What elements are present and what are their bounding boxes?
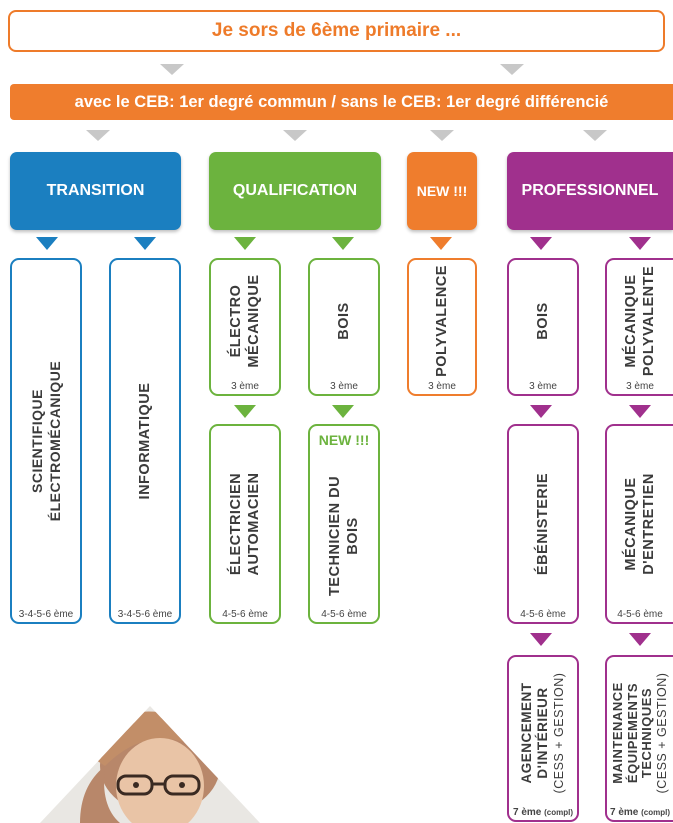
student-photo bbox=[10, 706, 270, 823]
arrow-down-icon bbox=[234, 405, 256, 418]
option-bois-qualification: BOIS 3 ème bbox=[308, 258, 380, 396]
years-label: 3 ème bbox=[428, 381, 456, 392]
option-label: POLYVALENTE bbox=[641, 265, 657, 377]
option-sublabel: (CESS + GESTION) bbox=[654, 672, 669, 793]
option-label: TECHNICIEN DU bbox=[327, 475, 343, 597]
arrow-down-icon bbox=[134, 237, 156, 250]
option-label: SCIENTIFIQUE bbox=[29, 388, 45, 494]
arrow-down-icon bbox=[332, 405, 354, 418]
years-label: 3 ème bbox=[529, 381, 557, 392]
arrow-down-icon bbox=[160, 64, 184, 75]
category-qualification: QUALIFICATION bbox=[209, 152, 381, 230]
option-label: BOIS bbox=[345, 517, 361, 555]
years-label: 4-5-6 ème bbox=[321, 609, 367, 620]
option-agencement-interieur: AGENCEMENT D'INTÉRIEUR (CESS + GESTION) … bbox=[507, 655, 579, 822]
years-label: 3-4-5-6 ème bbox=[117, 609, 173, 620]
arrow-down-icon bbox=[629, 237, 651, 250]
arrow-down-icon bbox=[430, 237, 452, 250]
option-label: ÉBÉNISTERIE bbox=[535, 472, 551, 576]
option-mecanique-entretien: MÉCANIQUE D'ENTRETIEN 4-5-6 ème bbox=[605, 424, 673, 624]
option-label: D'INTÉRIEUR bbox=[535, 686, 550, 779]
option-maintenance-equipements: MAINTENANCE ÉQUIPEMENTS TECHNIQUES (CESS… bbox=[605, 655, 673, 822]
arrow-down-icon bbox=[530, 633, 552, 646]
years-label: 3 ème bbox=[626, 381, 654, 392]
years-compl-label: (compl) bbox=[544, 808, 574, 817]
option-mecanique-polyvalente: MÉCANIQUE POLYVALENTE 3 ème bbox=[605, 258, 673, 396]
option-electricien-automacien: ÉLECTRICIEN AUTOMACIEN 4-5-6 ème bbox=[209, 424, 281, 624]
option-label: AGENCEMENT bbox=[519, 682, 534, 784]
option-label: MÉCANIQUE bbox=[623, 477, 639, 571]
years-label: 7 ème bbox=[512, 807, 542, 818]
arrow-down-icon bbox=[629, 633, 651, 646]
new-badge: NEW !!! bbox=[318, 432, 370, 448]
option-label: INFORMATIQUE bbox=[137, 382, 153, 500]
option-label: AUTOMACIEN bbox=[246, 472, 262, 576]
arrow-down-icon bbox=[430, 130, 454, 141]
years-label: 4-5-6 ème bbox=[222, 609, 268, 620]
years-compl-label: (compl) bbox=[641, 808, 671, 817]
option-electromecanique: ÉLECTRO MÉCANIQUE 3 ème bbox=[209, 258, 281, 396]
ceb-banner: avec le CEB: 1er degré commun / sans le … bbox=[10, 84, 673, 120]
option-label: ÉQUIPEMENTS bbox=[624, 682, 640, 783]
years-label: 3 ème bbox=[231, 381, 259, 392]
option-informatique: INFORMATIQUE 3-4-5-6 ème bbox=[109, 258, 181, 624]
years-label: 4-5-6 ème bbox=[617, 609, 663, 620]
arrow-down-icon bbox=[583, 130, 607, 141]
category-new: NEW !!! bbox=[407, 152, 477, 230]
arrow-down-icon bbox=[500, 64, 524, 75]
arrow-down-icon bbox=[530, 405, 552, 418]
arrow-down-icon bbox=[36, 237, 58, 250]
category-professionnel: PROFESSIONNEL bbox=[507, 152, 673, 230]
arrow-down-icon bbox=[234, 237, 256, 250]
option-label: BOIS bbox=[535, 302, 551, 340]
option-label: MÉCANIQUE bbox=[246, 274, 262, 368]
arrow-down-icon bbox=[283, 130, 307, 141]
category-transition: TRANSITION bbox=[10, 152, 181, 230]
option-ebenisterie: ÉBÉNISTERIE 4-5-6 ème bbox=[507, 424, 579, 624]
option-label: ÉLECTROMÉCANIQUE bbox=[47, 360, 63, 522]
option-label: MÉCANIQUE bbox=[623, 274, 639, 368]
years-label: 3 ème bbox=[330, 381, 358, 392]
option-label: MAINTENANCE bbox=[610, 681, 625, 784]
option-scientifique-electromecanique: SCIENTIFIQUE ÉLECTROMÉCANIQUE 3-4-5-6 èm… bbox=[10, 258, 82, 624]
option-polyvalence: POLYVALENCE 3 ème bbox=[407, 258, 477, 396]
arrow-down-icon bbox=[629, 405, 651, 418]
years-label: 3-4-5-6 ème bbox=[18, 609, 74, 620]
years-label: 7 ème bbox=[609, 807, 639, 818]
option-label: POLYVALENCE bbox=[434, 265, 450, 377]
option-sublabel: (CESS + GESTION) bbox=[552, 672, 566, 793]
arrow-down-icon bbox=[332, 237, 354, 250]
option-technicien-du-bois: NEW !!! TECHNICIEN DU BOIS 4-5-6 ème bbox=[308, 424, 380, 624]
option-label: TECHNIQUES bbox=[639, 687, 654, 778]
option-bois-professionnel: BOIS 3 ème bbox=[507, 258, 579, 396]
years-label: 4-5-6 ème bbox=[520, 609, 566, 620]
arrow-down-icon bbox=[86, 130, 110, 141]
arrow-down-icon bbox=[530, 237, 552, 250]
option-label: BOIS bbox=[336, 302, 352, 340]
option-label: D'ENTRETIEN bbox=[641, 473, 657, 575]
page-title: Je sors de 6ème primaire ... bbox=[8, 10, 665, 52]
option-label: ÉLECTRO bbox=[228, 284, 244, 358]
student-photo-illustration bbox=[40, 706, 260, 823]
option-label: ÉLECTRICIEN bbox=[228, 472, 244, 576]
